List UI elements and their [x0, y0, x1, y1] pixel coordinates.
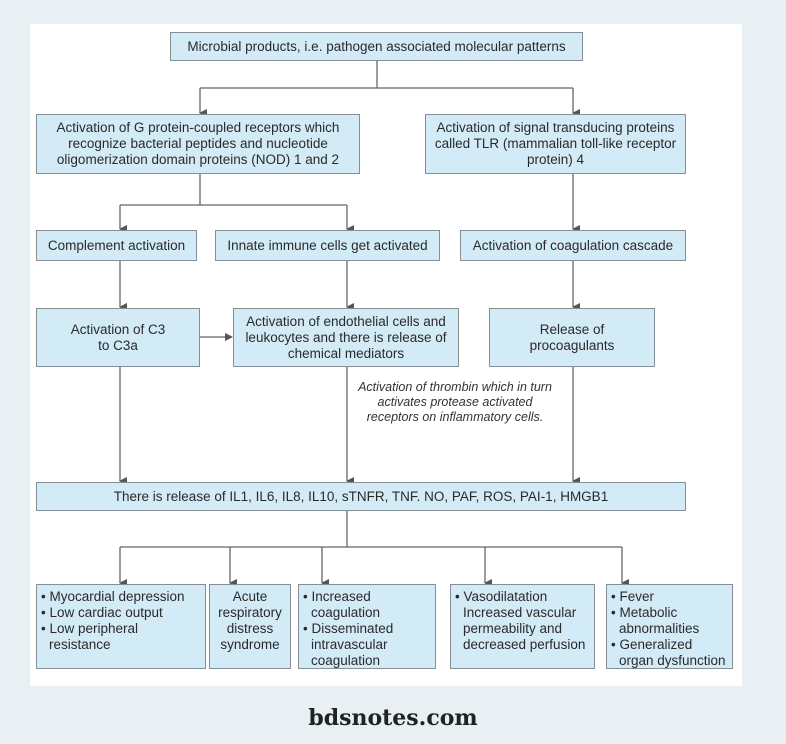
- innate-immune-box: Innate immune cells get activated: [215, 230, 440, 261]
- gpcr-activation-box: Activation of G protein-coupled receptor…: [36, 114, 360, 174]
- mediator-release-box: There is release of IL1, IL6, IL8, IL10,…: [36, 482, 686, 511]
- outcome-item: • Generalized organ dysfunction: [611, 637, 726, 668]
- endothelial-activation-box: Activation of endothelial cells and leuk…: [233, 308, 459, 367]
- site-watermark: bdsnotes.com: [308, 705, 478, 731]
- outcome-item: • Fever: [611, 589, 654, 604]
- thrombin-note: Activation of thrombin which in turn act…: [358, 380, 552, 424]
- outcome-item: • Disseminated intravascular coagulation: [303, 621, 394, 668]
- outcome-item: • Metabolic abnormalities: [611, 605, 700, 636]
- outcome-item: • Vasodilatation Increased vascular perm…: [455, 589, 586, 652]
- microbial-products-box: Microbial products, i.e. pathogen associ…: [170, 32, 583, 61]
- coagulation-cascade-box: Activation of coagulation cascade: [460, 230, 686, 261]
- outcome-cardiac-box: • Myocardial depression• Low cardiac out…: [36, 584, 206, 669]
- outcome-item: • Myocardial depression: [41, 589, 185, 604]
- tlr-activation-box: Activation of signal transducing protein…: [425, 114, 686, 174]
- outcome-vascular-box: • Vasodilatation Increased vascular perm…: [450, 584, 595, 669]
- outcome-systemic-box: • Fever• Metabolic abnormalities• Genera…: [606, 584, 733, 669]
- outcome-item: • Low peripheral resistance: [41, 621, 139, 652]
- outcome-item: • Increased coagulation: [303, 589, 381, 620]
- procoagulants-box: Release of procoagulants: [489, 308, 655, 367]
- complement-activation-box: Complement activation: [36, 230, 197, 261]
- outcome-coagulation-box: • Increased coagulation• Disseminated in…: [298, 584, 436, 669]
- c3-activation-box: Activation of C3 to C3a: [36, 308, 200, 367]
- outcome-item: • Low cardiac output: [41, 605, 163, 620]
- outcome-ards-box: Acute respiratory distress syndrome: [209, 584, 291, 669]
